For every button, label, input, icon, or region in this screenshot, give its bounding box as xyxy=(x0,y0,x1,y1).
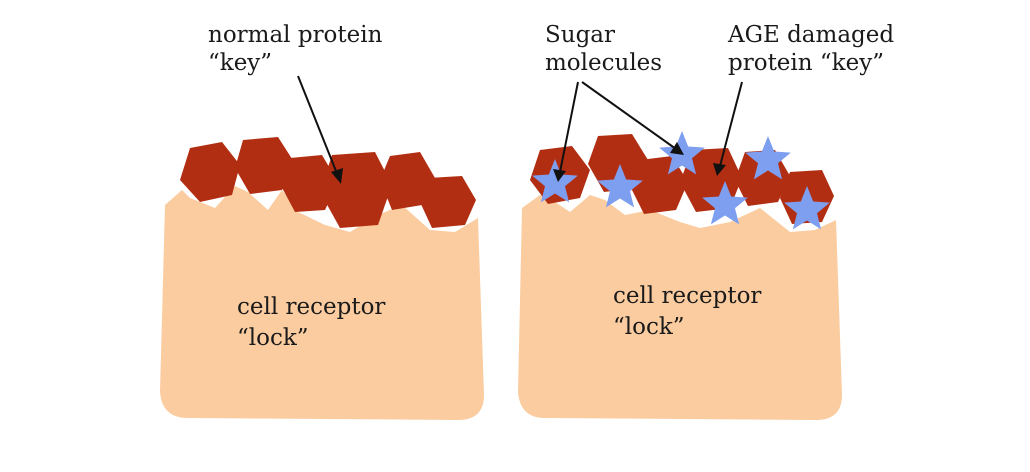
normal-key-label-line1: normal protein xyxy=(208,22,383,48)
left-receptor-lock xyxy=(160,186,484,420)
sugar-star-icon xyxy=(784,186,830,230)
pointer-arrows xyxy=(297,75,743,184)
left-lock-label-line2: “lock” xyxy=(237,325,309,351)
right-receptor-lock xyxy=(518,195,842,420)
sugar-star-icon xyxy=(702,181,748,225)
age-key-label-line1: AGE damaged xyxy=(727,22,894,48)
arrowhead-icon xyxy=(553,169,566,182)
protein-hexagon-icon xyxy=(235,137,294,194)
protein-hexagon-icon xyxy=(380,152,435,210)
right-lock-label-line1: cell receptor xyxy=(613,283,761,309)
arrow-normal-key xyxy=(297,75,339,177)
left-panel xyxy=(160,137,484,420)
normal-key-label-line2: “key” xyxy=(208,50,272,76)
arrowhead-icon xyxy=(670,142,684,155)
arrowhead-icon xyxy=(331,168,343,184)
protein-hexagon-icon xyxy=(588,134,648,192)
age-key-label-line2: protein “key” xyxy=(728,50,884,76)
arrow-sugar-left xyxy=(559,81,579,173)
protein-hexagon-icon xyxy=(180,142,240,202)
arrow-age-key xyxy=(719,81,743,167)
sugar-star-icon xyxy=(532,159,578,203)
sugar-star-icon xyxy=(597,164,643,208)
left-lock-label-line1: cell receptor xyxy=(237,294,385,320)
protein-hexagon-icon xyxy=(420,176,476,228)
sugar-star-icon xyxy=(745,136,791,180)
right-lock-label-line2: “lock” xyxy=(613,314,685,340)
sugar-label-line2: molecules xyxy=(545,50,662,76)
sugar-label-line1: Sugar xyxy=(545,22,615,48)
arrowhead-icon xyxy=(713,163,726,176)
diagram-labels: normal protein “key” Sugar molecules AGE… xyxy=(208,22,894,351)
right-panel xyxy=(518,131,842,420)
left-protein-keys xyxy=(180,137,476,228)
arrow-sugar-right xyxy=(581,81,677,150)
